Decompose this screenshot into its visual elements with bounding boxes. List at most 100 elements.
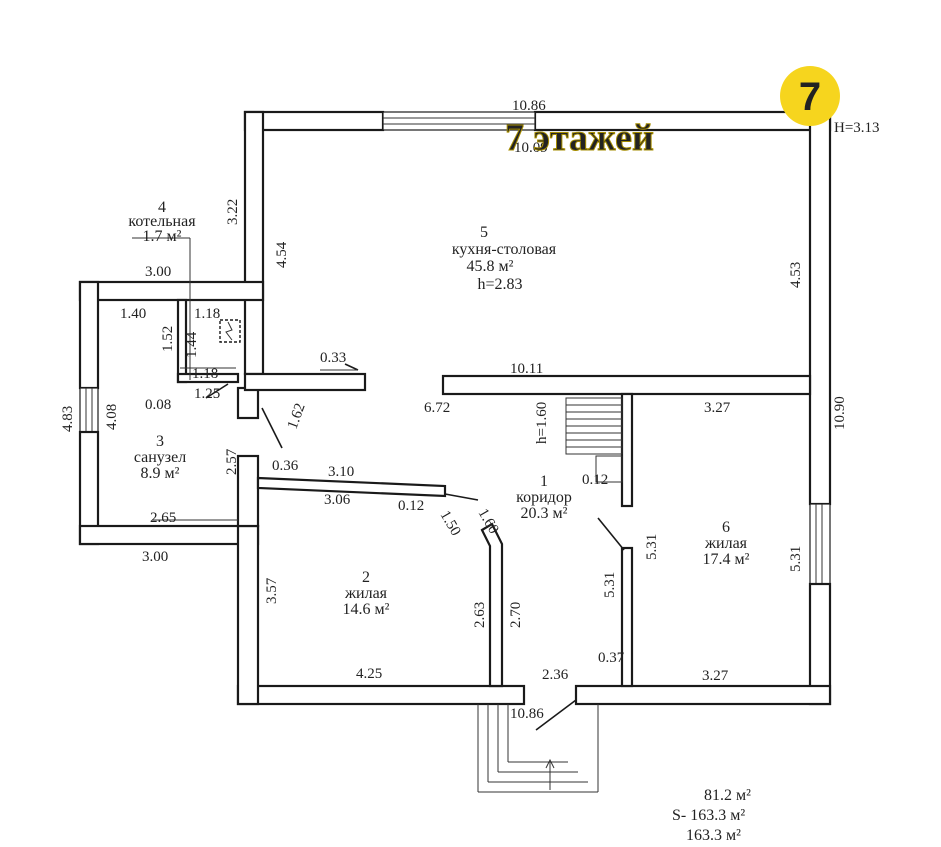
room-area: 14.6 м² <box>343 601 390 618</box>
room-number: 1 <box>540 473 548 490</box>
dim-125: 1.25 <box>194 386 220 402</box>
dim-270: 2.70 <box>508 602 524 628</box>
wall-room2-right <box>480 522 504 688</box>
wall-bath-right <box>236 454 260 528</box>
room-2-label: 2 жилая 14.6 м² <box>343 569 390 618</box>
dim-1011: 10.11 <box>510 361 543 377</box>
dim-236: 2.36 <box>542 667 569 683</box>
dim-425: 4.25 <box>356 666 382 682</box>
dim-453: 4.53 <box>788 262 804 288</box>
dim-672: 6.72 <box>424 400 450 416</box>
wall-top-left <box>243 110 385 132</box>
wall-right-upper <box>808 110 832 506</box>
room-number: 2 <box>362 569 370 586</box>
wall-bottom-right <box>574 684 832 706</box>
wall-left-upper <box>78 280 100 390</box>
dim-263: 2.63 <box>472 602 488 628</box>
dimension-lines <box>132 237 358 521</box>
room-1-label: 1 коридор 20.3 м² <box>516 473 572 522</box>
room-name: жилая <box>704 535 748 552</box>
wall-room2-top <box>256 476 447 498</box>
room-number: 5 <box>480 224 488 241</box>
watermark-text: 7 этажей <box>505 117 654 159</box>
dim-300-bot: 3.00 <box>142 549 168 565</box>
room-area: 20.3 м² <box>521 505 568 522</box>
dim-118b: 1.18 <box>192 366 218 382</box>
dim-162: 1.62 <box>285 401 309 431</box>
wall-stair-right <box>620 392 634 508</box>
door-entrance <box>535 699 577 731</box>
dim-300-top: 3.00 <box>145 264 171 280</box>
wall-boiler-bottom <box>176 372 240 384</box>
door-room6 <box>597 517 625 551</box>
watermark-badge <box>780 66 840 126</box>
dim-144: 1.44 <box>184 331 200 358</box>
dim-531c: 5.31 <box>788 546 804 572</box>
wall-kitchen-bottom-left <box>243 372 367 392</box>
room-name: коридор <box>516 489 572 506</box>
dim-322: 3.22 <box>225 199 241 225</box>
room-name: кухня-столовая <box>452 241 557 258</box>
window-right <box>809 503 831 585</box>
window-top <box>382 111 536 131</box>
dim-bottom-outer: 10.86 <box>510 706 544 722</box>
wall-left-room2 <box>236 524 260 706</box>
area-total: S- 163.3 м² <box>672 807 745 824</box>
wall-boiler-top <box>78 280 265 302</box>
dim-531a: 5.31 <box>644 534 660 560</box>
dim-top-inner: 10.09 <box>514 140 548 156</box>
wall-bath-bottom <box>78 524 260 546</box>
room-number: 6 <box>722 519 730 536</box>
ceiling-height: H=3.13 <box>834 120 880 136</box>
area-totals: 81.2 м² S- 163.3 м² 163.3 м² <box>672 787 751 844</box>
dim-306: 3.06 <box>324 492 351 508</box>
entrance-steps <box>477 704 599 793</box>
room-area: 45.8 м² <box>467 258 514 275</box>
dim-012b: 0.12 <box>582 472 608 488</box>
dim-160: 1.60 <box>475 506 502 537</box>
wall-room6-left <box>620 546 634 688</box>
watermark: 7 этажей 7 <box>505 66 840 160</box>
dim-037: 0.37 <box>598 650 625 666</box>
room-4-label: 4 котельная 1.7 м² <box>128 199 196 245</box>
dim-310: 3.10 <box>328 464 354 480</box>
room-3-label: 3 санузел 8.9 м² <box>134 433 186 482</box>
room-name: санузел <box>134 449 186 466</box>
room-area: 1.7 м² <box>143 228 182 245</box>
room-number: 4 <box>158 199 166 216</box>
wall-left-kitchen <box>243 110 265 376</box>
room-6-label: 6 жилая 17.4 м² <box>703 519 750 568</box>
doors <box>205 363 625 731</box>
interior-walls <box>176 298 812 688</box>
dim-top-outer: 10.86 <box>512 98 546 114</box>
exterior-walls <box>78 110 832 706</box>
dim-1090: 10.90 <box>832 396 848 430</box>
room-number: 3 <box>156 433 164 450</box>
dim-008: 0.08 <box>145 397 171 413</box>
door-room2 <box>444 493 479 501</box>
room-5-label: 5 кухня-столовая 45.8 м² h=2.83 <box>452 224 557 293</box>
dim-327-top: 3.27 <box>704 400 731 416</box>
watermark-badge-number: 7 <box>799 75 821 119</box>
staircase <box>565 397 623 483</box>
room-height: h=2.83 <box>477 276 522 293</box>
dim-483: 4.83 <box>60 406 76 432</box>
door-boiler <box>205 383 229 399</box>
dim-036: 0.36 <box>272 458 299 474</box>
dim-150: 1.50 <box>437 508 464 539</box>
dim-012a: 0.12 <box>398 498 424 514</box>
dim-265: 2.65 <box>150 510 176 526</box>
dim-h160: h=1.60 <box>534 402 550 444</box>
boiler-symbol <box>219 319 241 343</box>
room-name: жилая <box>344 585 388 602</box>
dim-454: 4.54 <box>274 241 290 268</box>
wall-kitchen-bottom-right <box>441 374 812 396</box>
door-bath <box>261 407 283 449</box>
room-name: котельная <box>128 213 196 230</box>
dim-408: 4.08 <box>104 404 120 430</box>
area-1: 81.2 м² <box>704 787 751 804</box>
wall-bottom-left <box>236 684 526 706</box>
dim-531b: 5.31 <box>602 572 618 598</box>
window-left <box>79 387 99 433</box>
